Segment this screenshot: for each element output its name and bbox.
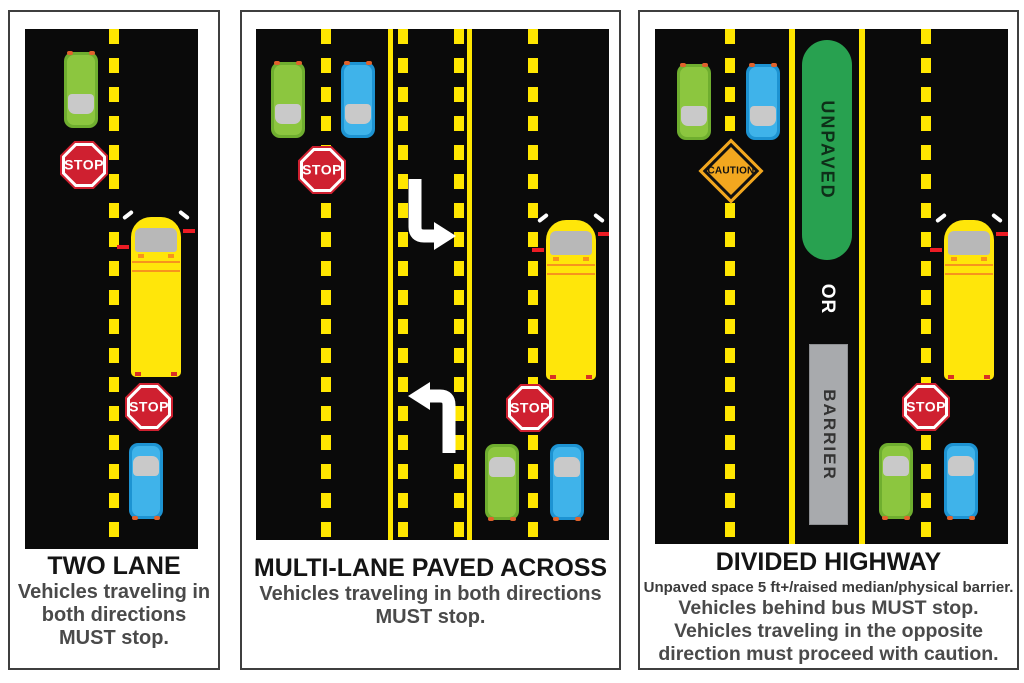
bus-mirror bbox=[537, 212, 549, 224]
panel-title: MULTI-LANE PAVED ACROSS bbox=[253, 554, 608, 582]
unpaved-median: UNPAVED bbox=[802, 40, 852, 260]
caption-multi-lane: MULTI-LANE PAVED ACROSS Vehicles traveli… bbox=[242, 554, 619, 629]
car-windshield bbox=[948, 456, 974, 476]
green-car-oncoming bbox=[271, 61, 305, 138]
lane-line-solid bbox=[467, 29, 472, 540]
blue-car-following bbox=[550, 444, 584, 521]
panel-multi-lane: STOP STOP bbox=[240, 10, 621, 670]
car-windshield bbox=[133, 456, 159, 476]
turn-arrow-up-left-icon bbox=[408, 382, 456, 453]
lane-line-solid bbox=[859, 29, 865, 544]
school-bus bbox=[117, 209, 195, 377]
bus-mirror bbox=[991, 212, 1003, 224]
barrier-median: BARRIER bbox=[809, 344, 848, 525]
bus-mirror bbox=[593, 212, 605, 224]
bus-stop-arm bbox=[996, 232, 1008, 236]
bus-mirror bbox=[935, 212, 947, 224]
barrier-median-label: BARRIER bbox=[819, 388, 839, 481]
caption-two-lane: TWO LANE Vehicles traveling in both dire… bbox=[10, 552, 218, 650]
road-divided-highway: CAUTION UNPAVED OR BARRIER S bbox=[655, 29, 1008, 544]
panel-title: DIVIDED HIGHWAY bbox=[715, 548, 942, 576]
car-windshield bbox=[489, 457, 515, 477]
turn-arrow-down-right-icon bbox=[408, 179, 456, 250]
car-windshield bbox=[883, 456, 909, 476]
caption-line: MUST stop. bbox=[59, 627, 169, 649]
bus-windshield bbox=[948, 231, 990, 255]
panel-divided-highway: CAUTION UNPAVED OR BARRIER S bbox=[638, 10, 1019, 670]
stop-sign: STOP bbox=[506, 384, 554, 432]
car-windshield bbox=[275, 104, 301, 124]
green-car-following bbox=[879, 443, 913, 520]
stop-sign: STOP bbox=[60, 141, 108, 189]
unpaved-median-label: UNPAVED bbox=[817, 100, 838, 200]
bus-stop-arm bbox=[598, 232, 609, 236]
bus-mirror bbox=[178, 209, 190, 221]
stop-sign-label: STOP bbox=[906, 398, 946, 415]
bus-windshield bbox=[135, 228, 177, 252]
lane-line-dashed bbox=[528, 29, 538, 540]
stop-sign-label: STOP bbox=[64, 156, 104, 173]
blue-car-oncoming bbox=[341, 61, 375, 138]
green-car-following bbox=[485, 444, 519, 521]
road-multi-lane: STOP STOP bbox=[256, 29, 609, 540]
car-windshield bbox=[750, 106, 776, 126]
stop-sign-label: STOP bbox=[129, 398, 169, 415]
lane-line-solid bbox=[789, 29, 795, 544]
bus-windshield bbox=[550, 231, 592, 255]
stop-sign: STOP bbox=[298, 146, 346, 194]
stop-sign: STOP bbox=[902, 383, 950, 431]
bus-mirror bbox=[122, 209, 134, 221]
blue-car-following bbox=[944, 443, 978, 520]
car-windshield bbox=[345, 104, 371, 124]
caption-line: Vehicles traveling in the opposite bbox=[674, 620, 983, 642]
stop-sign: STOP bbox=[125, 383, 173, 431]
blue-car-opposite-direction bbox=[746, 63, 780, 140]
caption-line: MUST stop. bbox=[375, 606, 486, 628]
caption-divided-highway: DIVIDED HIGHWAY Unpaved space 5 ft+/rais… bbox=[640, 548, 1017, 666]
caution-sign-label: CAUTION bbox=[707, 165, 755, 177]
caption-line: Vehicles traveling in both directions bbox=[259, 583, 602, 605]
bus-stop-arm bbox=[183, 229, 195, 233]
road-two-lane: STOP STOP bbox=[25, 29, 198, 549]
bus-stop-arm bbox=[930, 248, 942, 252]
caption-line: Vehicles behind bus MUST stop. bbox=[678, 597, 979, 619]
green-car-oncoming bbox=[64, 51, 98, 128]
blue-car-following bbox=[129, 443, 163, 520]
lane-line-dashed bbox=[398, 29, 408, 540]
lane-line-dashed bbox=[321, 29, 331, 540]
lane-line-dashed bbox=[725, 29, 735, 544]
bus-stop-arm bbox=[117, 245, 129, 249]
school-bus bbox=[532, 212, 609, 380]
stop-sign-label: STOP bbox=[510, 399, 550, 416]
caption-line: both directions bbox=[41, 604, 187, 626]
panel-two-lane: STOP STOP TWO L bbox=[8, 10, 220, 670]
panel-subtitle: Unpaved space 5 ft+/raised median/physic… bbox=[643, 579, 1014, 596]
center-line-dashed bbox=[109, 29, 119, 549]
lane-line-solid bbox=[388, 29, 393, 540]
green-car-opposite-direction bbox=[677, 63, 711, 140]
panel-title: TWO LANE bbox=[47, 552, 181, 580]
car-windshield bbox=[681, 106, 707, 126]
car-windshield bbox=[554, 457, 580, 477]
lane-line-dashed bbox=[921, 29, 931, 544]
bus-stop-arm bbox=[532, 248, 544, 252]
caption-line: Vehicles traveling in bbox=[17, 581, 211, 603]
caption-line: direction must proceed with caution. bbox=[658, 643, 999, 665]
or-label: OR bbox=[817, 283, 838, 315]
school-bus bbox=[930, 212, 1008, 380]
lane-line-dashed bbox=[454, 29, 464, 540]
car-windshield bbox=[68, 94, 94, 114]
caution-sign: CAUTION bbox=[698, 138, 764, 204]
stop-sign-label: STOP bbox=[302, 161, 342, 178]
